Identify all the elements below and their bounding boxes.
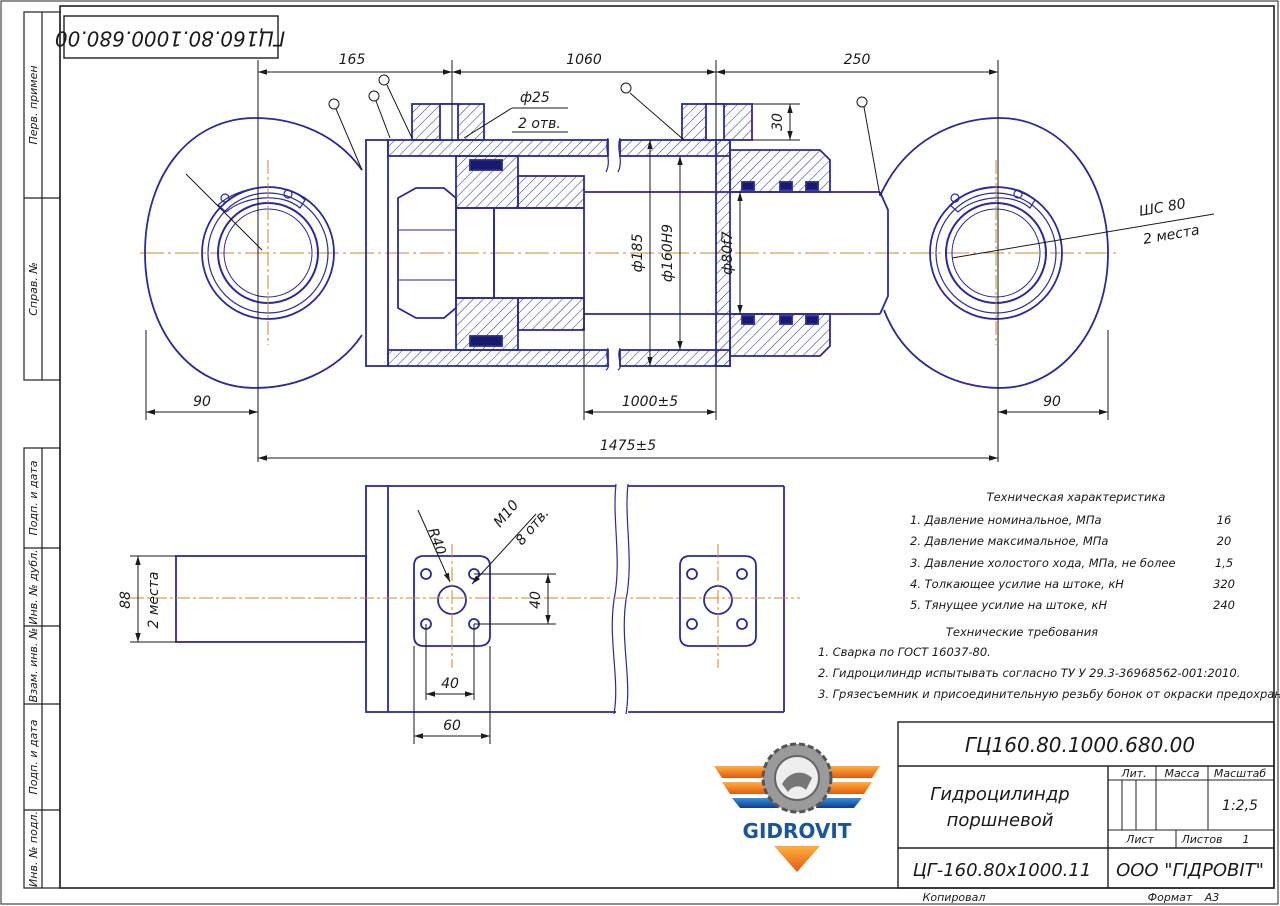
- tech-requirement-item: 1. Сварка по ГОСТ 16037-80.: [818, 645, 991, 659]
- tech-requirement-item: 3. Грязесъемник и присоединительную резь…: [818, 687, 1280, 701]
- dim-40-vertical: 40: [528, 591, 544, 609]
- bottom-view-dim-texts: R40 M10 8 отв. 88 2 места 40 40 60: [118, 497, 553, 734]
- dim-1000: 1000±5: [622, 394, 678, 410]
- side-stamp: [23, 11, 61, 889]
- tech-requirements: Технические требования 1. Сварка по ГОСТ…: [818, 625, 1280, 701]
- dim-88-qty: 2 места: [146, 572, 162, 629]
- dim-90-left: 90: [193, 394, 211, 410]
- side-stamp-label: Перв. примен: [27, 65, 40, 144]
- dim-m10-qty: 8 отв.: [513, 506, 553, 549]
- col-mass: Масса: [1164, 767, 1199, 780]
- tech-row-label: 3. Давление холостого хода, МПа, не боле…: [910, 556, 1176, 570]
- side-stamp-label: Инв. № дубл.: [27, 549, 40, 624]
- dim-250: 250: [844, 52, 871, 68]
- dim-r40: R40: [424, 526, 448, 557]
- dim-bearing: ШС 80: [1138, 196, 1187, 220]
- tech-row-value: 240: [1213, 598, 1235, 612]
- tech-row-value: 320: [1213, 577, 1235, 591]
- tech-row-label: 4. Толкающее усилие на штоке, кН: [910, 577, 1124, 591]
- col-scale: Масштаб: [1214, 767, 1266, 780]
- dim-m10: M10: [491, 497, 523, 530]
- scale-value: 1:2,5: [1222, 798, 1258, 814]
- sheet-label: Лист: [1125, 833, 1154, 846]
- tech-row-value: 16: [1217, 513, 1232, 527]
- side-stamp-label: Подп. и дата: [27, 719, 40, 794]
- dimension-texts: 165 1060 250 90 90 1000±5 1475±5 30 ф185…: [193, 52, 1201, 454]
- dim-60: 60: [443, 718, 461, 734]
- dimension-lines: [145, 60, 1215, 462]
- col-lit: Лит.: [1120, 767, 1146, 780]
- dim-port-qty: 2 отв.: [518, 116, 561, 132]
- format-label: Формат: [1148, 891, 1193, 904]
- dim-90-right: 90: [1043, 394, 1061, 410]
- company: ООО "ГIДРОВIТ": [1116, 860, 1264, 881]
- dim-40-horizontal: 40: [441, 676, 459, 692]
- side-stamp-label: Подп. и дата: [27, 460, 40, 535]
- tech-requirement-item: 2. Гидроцилиндр испытывать согласно ТУ У…: [818, 666, 1240, 680]
- tech-row-value: 1,5: [1215, 556, 1233, 570]
- sheets-label: Листов: [1180, 833, 1222, 846]
- dim-88: 88: [118, 591, 134, 609]
- dim-1060: 1060: [566, 52, 602, 68]
- tech-row-label: 5. Тянущее усилие на штоке, кН: [910, 598, 1107, 612]
- tech-row-label: 2. Давление максимальное, МПа: [910, 534, 1108, 548]
- logo-brand: GIDROVIT: [743, 819, 852, 843]
- gidrovit-logo: GIDROVIT: [714, 742, 880, 872]
- rotated-doc-number: ГЦ160.80.1000.680.00: [55, 27, 285, 51]
- cylinder-body: [365, 103, 889, 371]
- dim-30: 30: [770, 113, 786, 131]
- cylinder-section-view: [140, 74, 1120, 389]
- callouts: [328, 74, 881, 197]
- dim-bearing-qty: 2 места: [1142, 222, 1201, 248]
- dim-port: ф25: [520, 90, 550, 106]
- tech-row-label: 1. Давление номинальное, МПа: [910, 513, 1102, 527]
- bottom-view: [175, 483, 785, 715]
- tech-requirements-title: Технические требования: [946, 625, 1098, 639]
- bottom-view-axes: [130, 544, 800, 668]
- format-value: А3: [1204, 891, 1220, 904]
- product-name-line1: Гидроцилиндр: [930, 784, 1069, 805]
- dim-dia80: ф80f7: [720, 231, 736, 275]
- side-stamp-label: Справ. №: [27, 262, 40, 316]
- side-stamp-label: Взам. инв. №: [27, 628, 40, 703]
- sheets-count: 1: [1243, 833, 1250, 846]
- title-block: [897, 721, 1275, 889]
- tech-row-value: 20: [1217, 534, 1232, 548]
- tech-characteristics-title: Техническая характеристика: [987, 490, 1166, 504]
- side-stamp-label: Инв. № подл.: [27, 811, 40, 887]
- designation: ЦГ-160.80х1000.11: [913, 860, 1092, 881]
- copied-label: Копировал: [923, 891, 986, 904]
- doc-number: ГЦ160.80.1000.680.00: [965, 733, 1195, 757]
- tech-characteristics: Техническая характеристика 1. Давление н…: [910, 490, 1235, 612]
- bottom-view-dimensions: [130, 509, 556, 744]
- dim-165: 165: [339, 52, 366, 68]
- product-name-line2: поршневой: [947, 810, 1054, 831]
- dim-dia185: ф185: [630, 234, 646, 273]
- dim-dia160: ф160Н9: [660, 224, 676, 282]
- dim-1475: 1475±5: [600, 438, 656, 454]
